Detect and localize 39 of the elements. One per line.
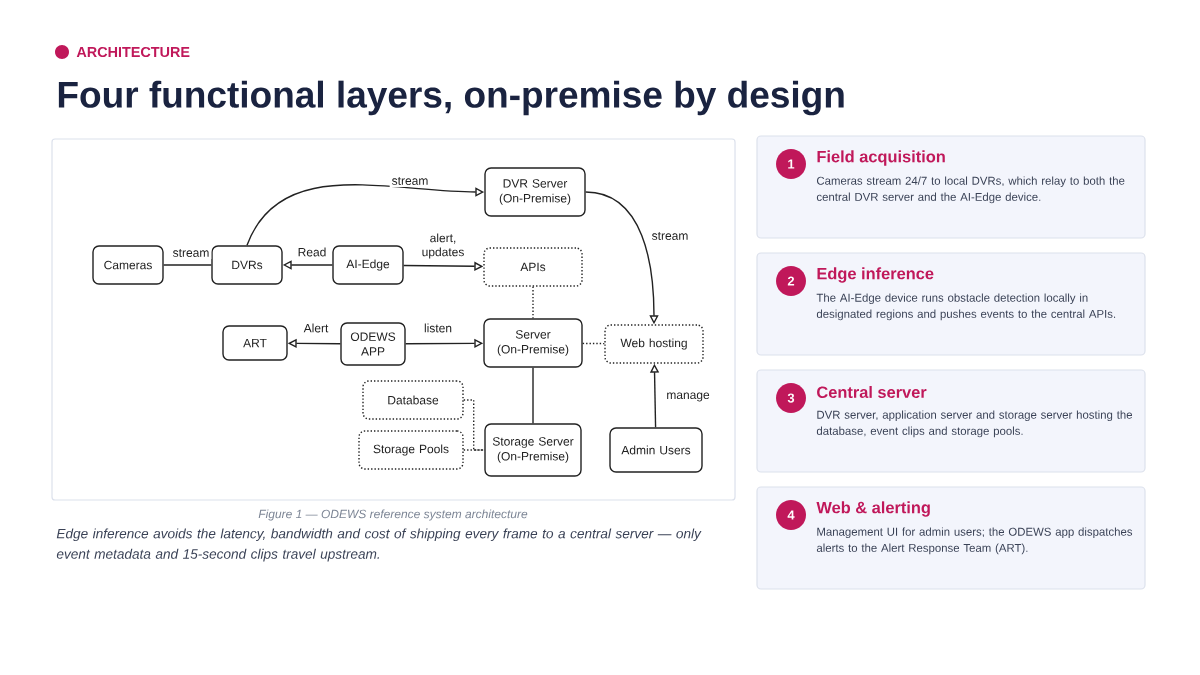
edge-label: stream	[649, 230, 691, 242]
process-box: AI-Edge	[332, 245, 404, 285]
number-badge: 4	[776, 500, 806, 530]
edge-label: stream	[170, 247, 212, 259]
card-text: DVR server, application server and storage server hosting the database, event clips and storage pools.	[816, 410, 1133, 438]
number-badge: 2	[776, 266, 806, 296]
process-box: Admin Users	[609, 427, 703, 473]
card-title: Field acquisition	[817, 150, 945, 166]
card-text: The AI-Edge device runs obstacle detection locally in designated regions and pushes events to the central APIs.	[816, 293, 1116, 321]
connector-line	[463, 449, 485, 451]
dotted-box: Database	[362, 380, 464, 420]
number-badge: 3	[776, 383, 806, 413]
dotted-box: Web hosting	[604, 324, 704, 364]
dotted-box: APIs	[483, 247, 583, 287]
card-title: Web & alerting	[816, 501, 930, 517]
section-label: ARCHITECTURE	[76, 46, 190, 58]
card-text: Management UI for admin users; the ODEWS app dispatches alerts to the Alert Response Team (ART).	[816, 527, 1133, 555]
process-box: Storage Server (On-Premise)	[484, 423, 582, 477]
card-title: Central server	[817, 386, 927, 398]
process-box: Cameras	[92, 245, 164, 285]
card-title: Edge inference	[817, 267, 934, 283]
connector-line	[532, 367, 534, 424]
slide-title: Four functional layers, on-premise by design	[58, 80, 844, 116]
number-badge: 1	[776, 149, 806, 179]
connector-line	[463, 399, 485, 451]
edge-label: stream	[389, 175, 431, 187]
process-box: ART	[222, 325, 288, 361]
process-box: Server (On-Premise)	[483, 318, 583, 368]
process-box: DVR Server (On-Premise)	[484, 167, 586, 217]
figure-caption: Figure 1 — ODEWS reference system architecture	[258, 509, 528, 521]
connector-line	[582, 342, 605, 345]
card-text: Cameras stream 24/7 to local DVRs, which relay to both the central DVR server and the AI-Edge device.	[816, 176, 1125, 204]
dotted-box: Storage Pools	[358, 430, 464, 470]
connector-line	[163, 264, 212, 266]
connector-line	[532, 286, 534, 319]
process-box: ODEWS APP	[340, 322, 406, 366]
edge-label: alert, updates	[417, 231, 469, 261]
process-box: DVRs	[211, 245, 283, 285]
body-text: Edge inference avoids the latency, bandwidth and cost of shipping every frame to a central server — only event metadata and 15-second clips travel upstream.	[56, 528, 702, 562]
